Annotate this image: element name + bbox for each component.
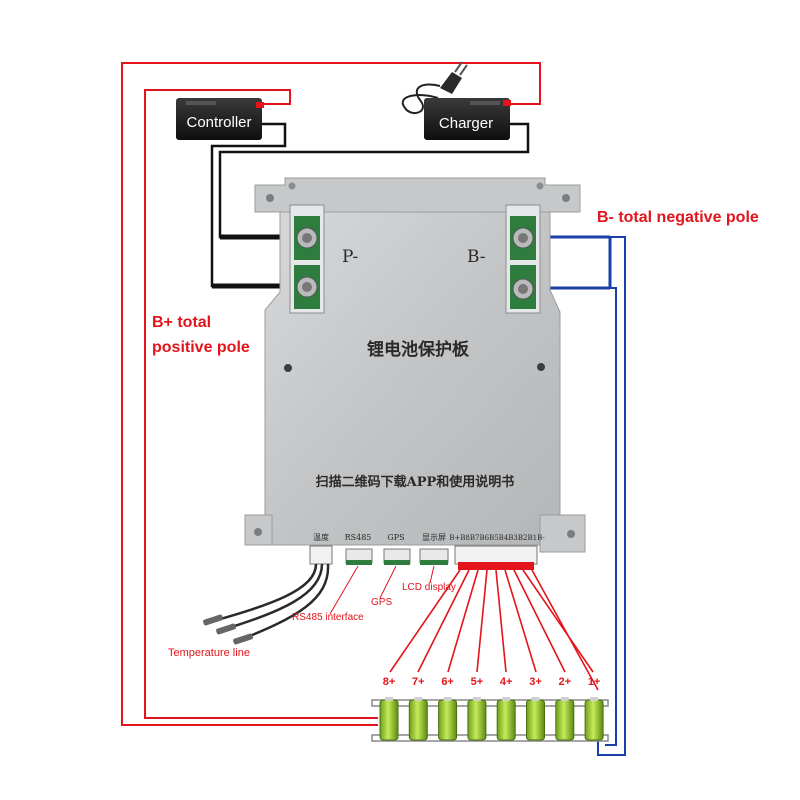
b-minus-total-label: B- total negative pole [597,209,759,226]
battery-cell: 4+ [496,676,516,741]
battery-cell-body [408,699,428,741]
battery-cell-body [467,699,487,741]
charger-box: Charger [401,61,511,140]
b-terminal-label: B- [467,247,486,267]
battery-cell-label: 2+ [559,676,572,688]
battery-cell: 5+ [467,676,487,741]
battery-cell: 7+ [408,676,428,741]
battery-cell: 1+ [584,676,604,741]
battery-cell-label: 7+ [412,676,425,688]
rs485-interface-label: RS485 interface [292,612,364,623]
battery-cell-body [438,699,458,741]
gps-label: GPS [371,597,392,608]
battery-cell-label: 3+ [529,676,542,688]
port-label-rs485: RS485 [345,533,372,542]
balance-connector [454,545,538,565]
mount-hole [562,194,570,202]
connectors [309,545,538,570]
port-label-temp: 温度 [313,532,329,542]
p-minus-terminal [289,204,325,314]
battery-cell-cap [531,697,540,701]
battery-cell-body [526,699,545,741]
screw [537,363,545,371]
cell-link-bar [371,699,609,707]
battery-cell-label: 6+ [441,676,454,688]
board-title: 锂电池保护板 [367,339,470,360]
battery-cell-cap [472,697,481,701]
battery-cell: 6+ [438,676,458,741]
temperature-probes [203,614,253,645]
b-minus-terminal [505,204,541,314]
battery-cell: 8+ [379,676,399,741]
controller-label: Controller [186,114,251,131]
battery-cell: 3+ [526,676,545,741]
battery-cell: 2+ [555,676,575,741]
temperature-line-label: Temperature line [168,647,250,659]
mount-hole [266,194,274,202]
temp-connector [309,545,333,565]
b-minus-wire-thin [597,236,626,756]
port-label-display: 显示屏 [422,533,446,542]
charger-cord [401,83,441,115]
battery-cell-label: 1+ [588,676,601,688]
battery-cell-cap [590,697,599,701]
screw [536,182,544,190]
port-label-gps: GPS [387,533,404,542]
mount-hole [567,530,575,538]
battery-cell-body [496,699,516,741]
mount-hole [254,528,262,536]
port-label-balance: B+B8B7B6B5B4B3B2B1B- [449,534,545,542]
battery-cell-cap [502,697,511,701]
cell-link-bar [371,734,609,742]
b-plus-total-label-line1: B+ total [152,314,211,331]
board-subtitle: 扫描二维码下载APP和使用说明书 [316,474,515,490]
battery-cell-label: 8+ [383,676,396,688]
battery-cell-body [584,699,604,741]
battery-cell-label: 4+ [500,676,513,688]
screw [284,364,292,372]
screw [288,182,296,190]
battery-cell-cap [443,697,452,701]
lcd-display-label: LCD display [402,582,456,593]
b-plus-wire [121,62,541,726]
battery-cell-cap [560,697,569,701]
battery-cell-cap [414,697,423,701]
battery-cell-body [379,699,399,741]
b-plus-total-label-line2: positive pole [152,339,250,356]
temperature-line [209,563,330,642]
battery-cell-body [555,699,575,741]
charger-label: Charger [439,115,493,132]
annotation-leaders [329,565,435,615]
controller-box: Controller [176,98,264,140]
balance-wires [389,569,599,691]
p-terminal-label: P- [342,247,358,267]
battery-cell-label: 5+ [471,676,484,688]
battery-cell-cap [385,697,393,701]
plug-icon [440,72,462,94]
bms-board: P- B- 锂电池保护板 扫描二维码下载APP和使用说明书 温度 RS485 G… [244,177,586,553]
battery-cells: 8+ 7+ 6+ 5+ 4+ 3+ 2+ 1+ [371,676,609,742]
